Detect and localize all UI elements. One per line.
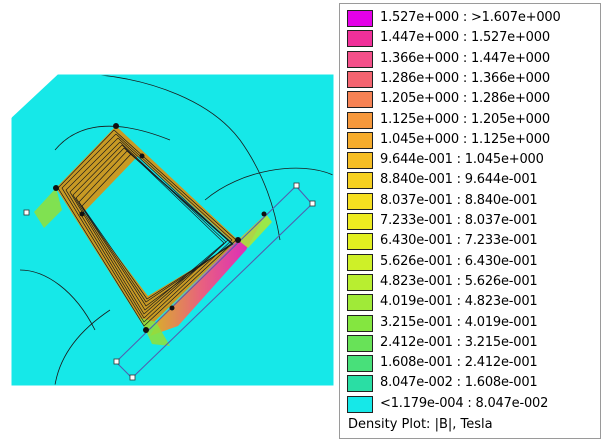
legend-item: 8.037e-001 : 8.840e-001 <box>347 192 597 211</box>
legend-swatch <box>347 395 373 413</box>
legend-label: 1.286e+000 : 1.366e+000 <box>380 70 550 86</box>
legend-item: 4.823e-001 : 5.626e-001 <box>347 273 597 292</box>
density-plot-canvas[interactable] <box>0 0 340 446</box>
legend-item: 1.205e+000 : 1.286e+000 <box>347 90 597 109</box>
legend-swatch <box>347 70 373 88</box>
legend-swatch <box>347 334 373 352</box>
legend-label: 8.047e-002 : 1.608e-001 <box>380 375 538 391</box>
region-boundary <box>11 74 334 386</box>
legend-label: 9.644e-001 : 1.045e+000 <box>380 152 544 168</box>
transformer-core <box>34 126 272 346</box>
legend-label: 4.823e-001 : 5.626e-001 <box>380 273 538 289</box>
legend-item: 1.608e-001 : 2.412e-001 <box>347 354 597 373</box>
legend-label: 2.412e-001 : 3.215e-001 <box>380 334 538 350</box>
saturation-region <box>150 214 266 336</box>
legend-swatch <box>347 111 373 129</box>
legend-swatch <box>347 213 373 230</box>
legend-item: 6.430e-001 : 7.233e-001 <box>347 232 597 251</box>
legend-item: 8.047e-002 : 1.608e-001 <box>347 374 597 393</box>
legend-label: 1.608e-001 : 2.412e-001 <box>380 355 538 371</box>
core-flux-lines <box>57 129 237 327</box>
geometry-nodes <box>53 123 267 333</box>
legend-item: 8.840e-001 : 9.644e-001 <box>347 171 597 190</box>
legend-swatch <box>347 10 373 27</box>
legend-swatch <box>347 152 373 170</box>
legend-item: 2.412e-001 : 3.215e-001 <box>347 334 597 353</box>
legend-label: 5.626e-001 : 6.430e-001 <box>380 253 538 269</box>
legend-label: <1.179e-004 : 8.047e-002 <box>380 395 549 411</box>
corner-fringe <box>238 214 272 248</box>
legend-swatch <box>347 131 373 149</box>
legend-label: 1.366e+000 : 1.447e+000 <box>380 50 550 66</box>
legend-swatch <box>347 294 373 312</box>
legend-label: 1.447e+000 : 1.527e+000 <box>380 30 550 46</box>
legend-label: 4.019e-001 : 4.823e-001 <box>380 294 538 310</box>
legend-swatch <box>347 192 373 210</box>
corner-fringe <box>140 318 170 346</box>
legend-swatch <box>347 30 373 48</box>
legend-swatch <box>347 172 373 190</box>
legend-label: 1.125e+000 : 1.205e+000 <box>380 111 550 127</box>
legend-caption: Density Plot: |B|, Tesla <box>348 417 493 432</box>
legend-item: 1.286e+000 : 1.366e+000 <box>347 70 597 89</box>
legend-label: 6.430e-001 : 7.233e-001 <box>380 233 538 249</box>
legend-label: 1.045e+000 : 1.125e+000 <box>380 131 550 147</box>
legend-item: 3.215e-001 : 4.019e-001 <box>347 314 597 333</box>
legend-item: 5.626e-001 : 6.430e-001 <box>347 253 597 272</box>
legend-item: 1.447e+000 : 1.527e+000 <box>347 29 597 48</box>
boundary-nodes <box>23 182 316 381</box>
legend-label: 3.215e-001 : 4.019e-001 <box>380 314 538 330</box>
legend-item: <1.179e-004 : 8.047e-002 <box>347 395 597 414</box>
legend-item: 7.233e-001 : 8.037e-001 <box>347 212 597 231</box>
corner-fringe <box>34 188 62 228</box>
legend-label: 1.205e+000 : 1.286e+000 <box>380 91 550 107</box>
legend-item: 1.045e+000 : 1.125e+000 <box>347 131 597 150</box>
legend-item: 1.527e+000 : >1.607e+000 <box>347 9 597 28</box>
legend-label: 7.233e-001 : 8.037e-001 <box>380 213 538 228</box>
legend-swatch <box>347 314 373 332</box>
density-legend: 1.527e+000 : >1.607e+000 1.447e+000 : 1.5… <box>339 3 601 439</box>
legend-swatch <box>347 50 373 68</box>
legend-swatch <box>347 253 373 271</box>
legend-swatch <box>347 233 373 251</box>
legend-label: 1.527e+000 : >1.607e+000 <box>380 10 561 25</box>
legend-label: 8.037e-001 : 8.840e-001 <box>380 192 538 208</box>
legend-item: 9.644e-001 : 1.045e+000 <box>347 151 597 170</box>
legend-swatch <box>347 273 373 291</box>
legend-swatch <box>347 375 373 393</box>
legend-item: 1.366e+000 : 1.447e+000 <box>347 50 597 69</box>
legend-label: 8.840e-001 : 9.644e-001 <box>380 172 538 188</box>
legend-swatch <box>347 91 373 109</box>
legend-item: 1.125e+000 : 1.205e+000 <box>347 111 597 130</box>
legend-swatch <box>347 355 373 373</box>
legend-item: 4.019e-001 : 4.823e-001 <box>347 293 597 312</box>
